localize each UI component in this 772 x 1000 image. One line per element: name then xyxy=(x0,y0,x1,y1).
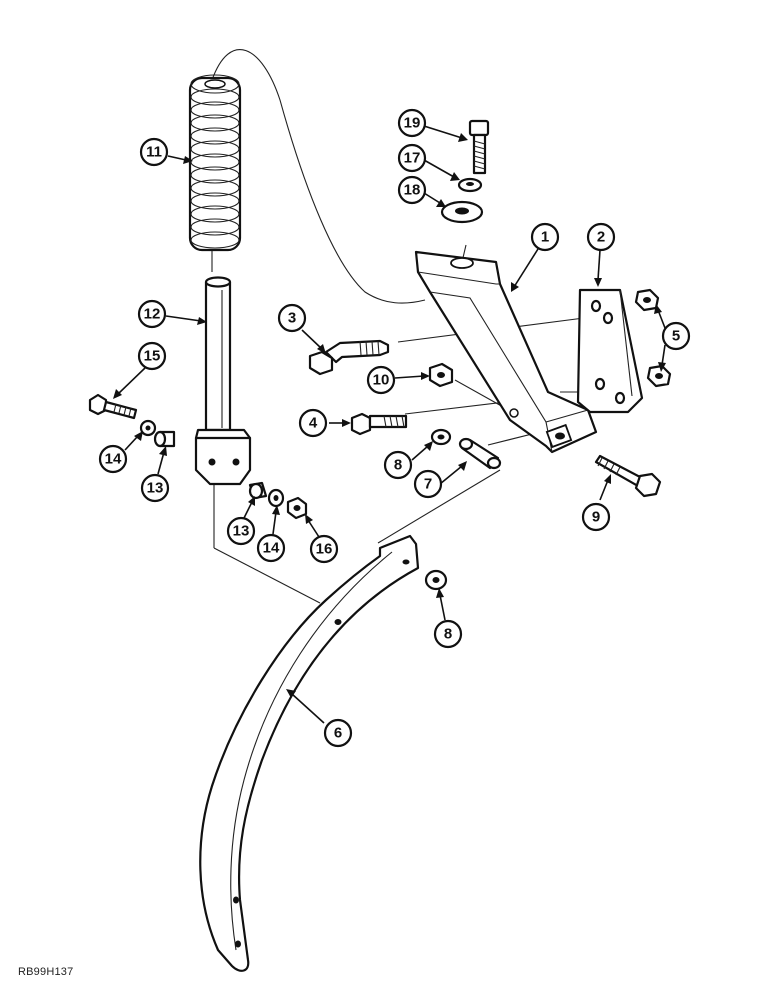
callout-6: 6 xyxy=(323,718,353,748)
flat-washer xyxy=(440,200,484,224)
svg-text:19: 19 xyxy=(404,115,421,132)
plate-nuts xyxy=(634,288,672,388)
spring-rod xyxy=(194,276,252,486)
svg-text:11: 11 xyxy=(146,144,162,161)
callout-16: 16 xyxy=(309,534,339,564)
long-bolt xyxy=(594,454,662,498)
callout-12: 12 xyxy=(137,299,167,329)
svg-text:10: 10 xyxy=(373,372,390,389)
svg-text:3: 3 xyxy=(288,310,296,327)
svg-text:8: 8 xyxy=(394,457,402,474)
callout-1: 1 xyxy=(530,222,560,252)
washer-lower xyxy=(424,569,448,591)
callout-13-left: 13 xyxy=(140,473,170,503)
callout-13-right: 13 xyxy=(226,516,256,546)
bushing-right xyxy=(248,481,268,500)
svg-text:4: 4 xyxy=(309,415,318,432)
callout-3: 3 xyxy=(277,303,307,333)
callout-leaders xyxy=(113,125,666,724)
callout-11: 11 xyxy=(139,137,169,167)
u-bolt xyxy=(308,339,390,376)
top-bolt xyxy=(468,119,490,175)
svg-text:6: 6 xyxy=(334,725,342,742)
svg-text:2: 2 xyxy=(597,229,605,246)
svg-text:5: 5 xyxy=(672,328,680,345)
spacer-tube xyxy=(458,437,502,470)
callout-14-left: 14 xyxy=(98,444,128,474)
svg-text:1: 1 xyxy=(541,229,549,246)
svg-text:17: 17 xyxy=(404,150,421,167)
svg-text:18: 18 xyxy=(404,182,421,199)
svg-text:14: 14 xyxy=(105,451,122,468)
lock-washer xyxy=(457,177,483,193)
reference-code: RB99H137 xyxy=(18,966,74,978)
callout-8-lower: 8 xyxy=(433,619,463,649)
mounting-bracket xyxy=(414,250,598,454)
bushing-left xyxy=(153,430,176,448)
callouts: 1 2 3 4 5 6 7 8 8 9 10 11 12 13 13 14 14… xyxy=(98,108,691,748)
callout-5: 5 xyxy=(661,321,691,351)
curved-tine xyxy=(199,534,420,972)
svg-text:7: 7 xyxy=(424,476,432,493)
nut-right xyxy=(286,496,308,520)
clevis-bolt xyxy=(88,393,138,420)
svg-text:13: 13 xyxy=(147,480,164,497)
callout-2: 2 xyxy=(586,222,616,252)
callout-4: 4 xyxy=(298,408,328,438)
svg-text:16: 16 xyxy=(316,541,333,558)
callout-10: 10 xyxy=(366,365,396,395)
svg-text:15: 15 xyxy=(144,348,161,365)
hex-nut xyxy=(428,362,454,388)
svg-text:9: 9 xyxy=(592,509,600,526)
callout-18: 18 xyxy=(397,175,427,205)
washer-right xyxy=(267,488,285,508)
callout-17: 17 xyxy=(397,143,427,173)
svg-text:8: 8 xyxy=(444,626,452,643)
callout-8-upper: 8 xyxy=(383,450,413,480)
svg-text:13: 13 xyxy=(233,523,250,540)
callout-14-right: 14 xyxy=(256,533,286,563)
callout-19: 19 xyxy=(397,108,427,138)
clamp-plate xyxy=(576,288,644,414)
callout-15: 15 xyxy=(137,341,167,371)
svg-text:14: 14 xyxy=(263,540,280,557)
svg-text:12: 12 xyxy=(144,306,161,323)
washer-upper xyxy=(430,428,452,446)
assembly-guide-lines xyxy=(211,49,604,604)
side-bolt xyxy=(350,412,408,436)
callout-9: 9 xyxy=(581,502,611,532)
washer-left xyxy=(139,419,157,437)
coil-spring xyxy=(188,74,242,252)
callout-7: 7 xyxy=(413,469,443,499)
